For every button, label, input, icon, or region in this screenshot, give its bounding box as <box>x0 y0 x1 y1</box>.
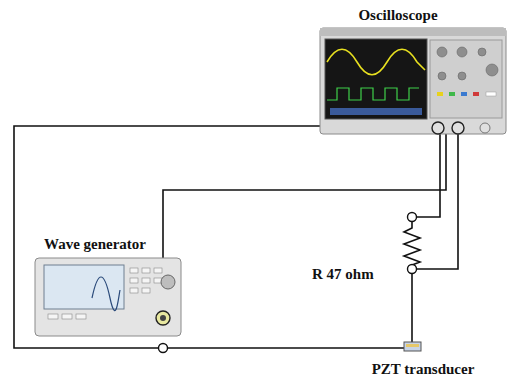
junction-dot <box>159 213 417 353</box>
component-label: R 47 ohm <box>312 266 374 283</box>
oscilloscope <box>320 28 506 134</box>
component-label: PZT transducer <box>372 361 475 378</box>
wave-generator <box>35 258 181 336</box>
instrument-label: Oscilloscope <box>358 7 437 24</box>
pzt-transducer <box>404 342 421 351</box>
wire <box>14 126 458 348</box>
instrument-label: Wave generator <box>44 236 146 253</box>
